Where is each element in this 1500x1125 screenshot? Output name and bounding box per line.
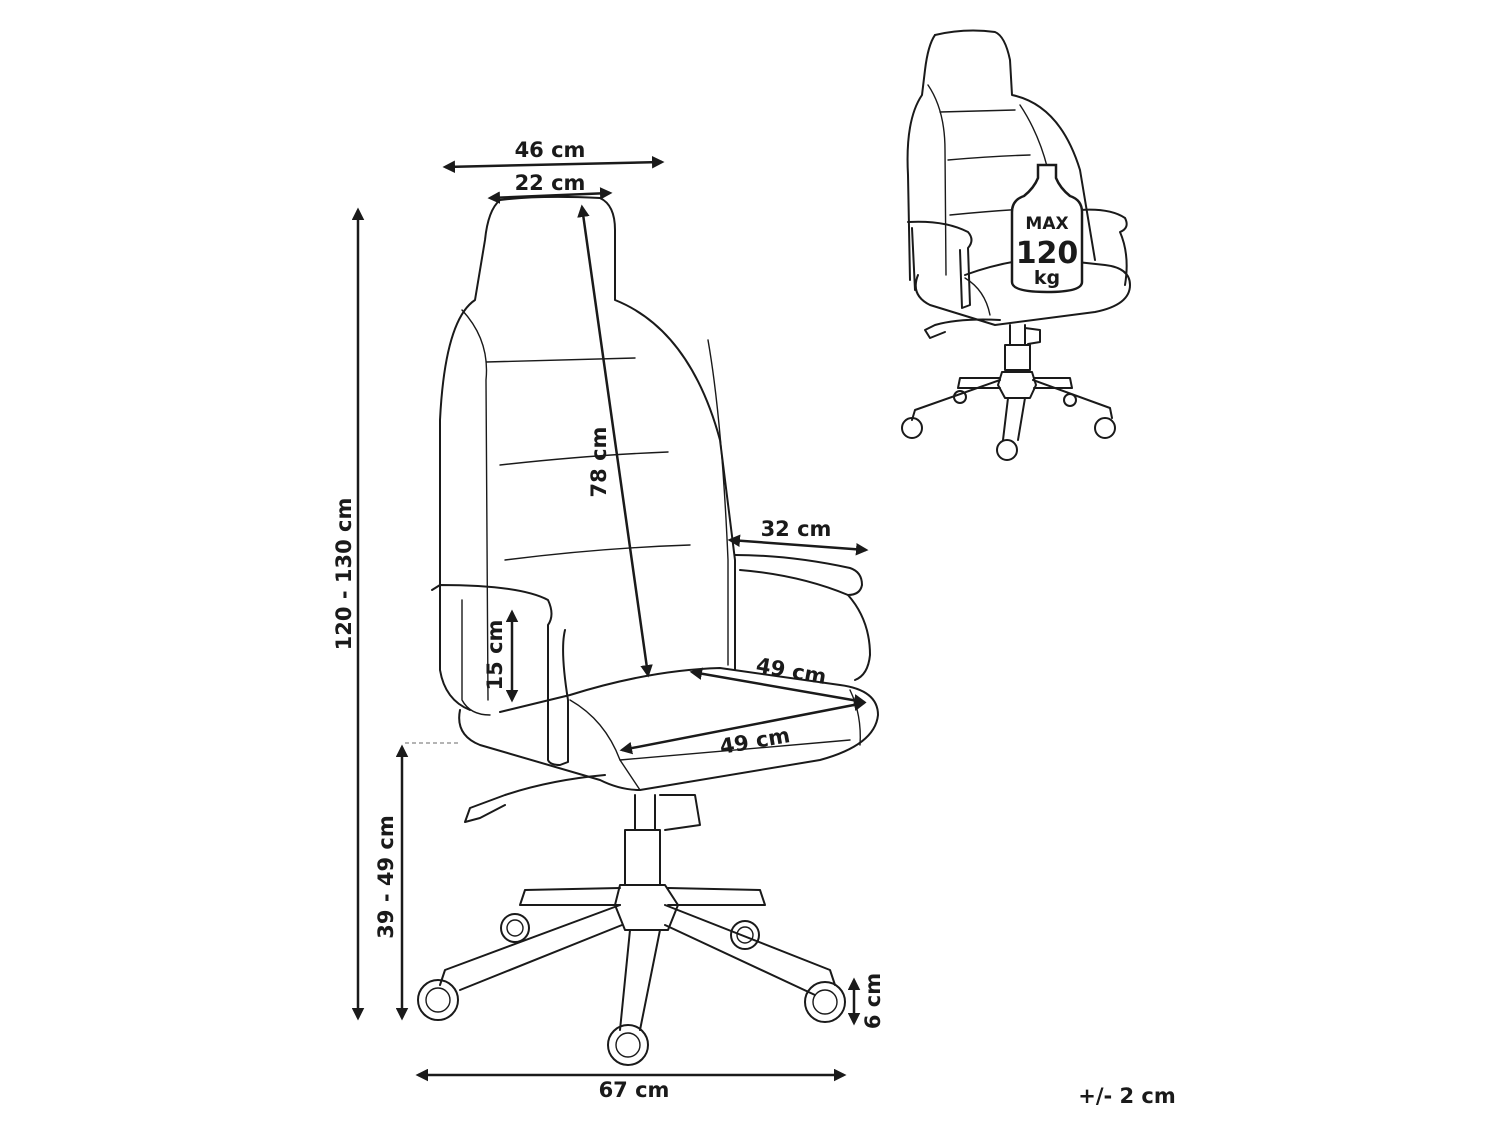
caster-back-left (500, 913, 530, 943)
dim-label-67: 67 cm (599, 1078, 670, 1102)
dim-label-46: 46 cm (515, 138, 586, 162)
weight-badge-unit: kg (1034, 267, 1060, 289)
caster-front (607, 1024, 649, 1066)
dim-label-15: 15 cm (483, 620, 507, 691)
dim-line-22 (487, 187, 613, 204)
weight-badge-max: MAX (1025, 214, 1068, 234)
dim-line-49-depth (689, 667, 867, 707)
dim-label-6: 6 cm (861, 973, 885, 1029)
dim-label-32: 32 cm (761, 517, 832, 541)
tolerance-note: +/- 2 cm (1078, 1084, 1176, 1108)
caster-back-right (730, 920, 760, 950)
dim-line-49-width (619, 698, 867, 755)
dim-label-seat-height: 39 - 49 cm (374, 815, 398, 938)
main-chair-drawing (405, 195, 879, 1066)
perspective-chair-drawing (901, 29, 1131, 461)
weight-icon: MAX 120 kg (1010, 163, 1084, 294)
dim-line-32 (727, 534, 869, 556)
dimension-lines (351, 155, 869, 1082)
dim-label-22: 22 cm (515, 171, 586, 195)
caster-left (417, 979, 459, 1021)
dim-label-78: 78 cm (587, 427, 611, 498)
dim-line-46 (442, 155, 665, 174)
dim-line-78 (577, 204, 653, 678)
caster-right (804, 981, 846, 1023)
dim-label-total-height: 120 - 130 cm (332, 498, 356, 651)
weight-badge-value: 120 (1016, 236, 1079, 271)
